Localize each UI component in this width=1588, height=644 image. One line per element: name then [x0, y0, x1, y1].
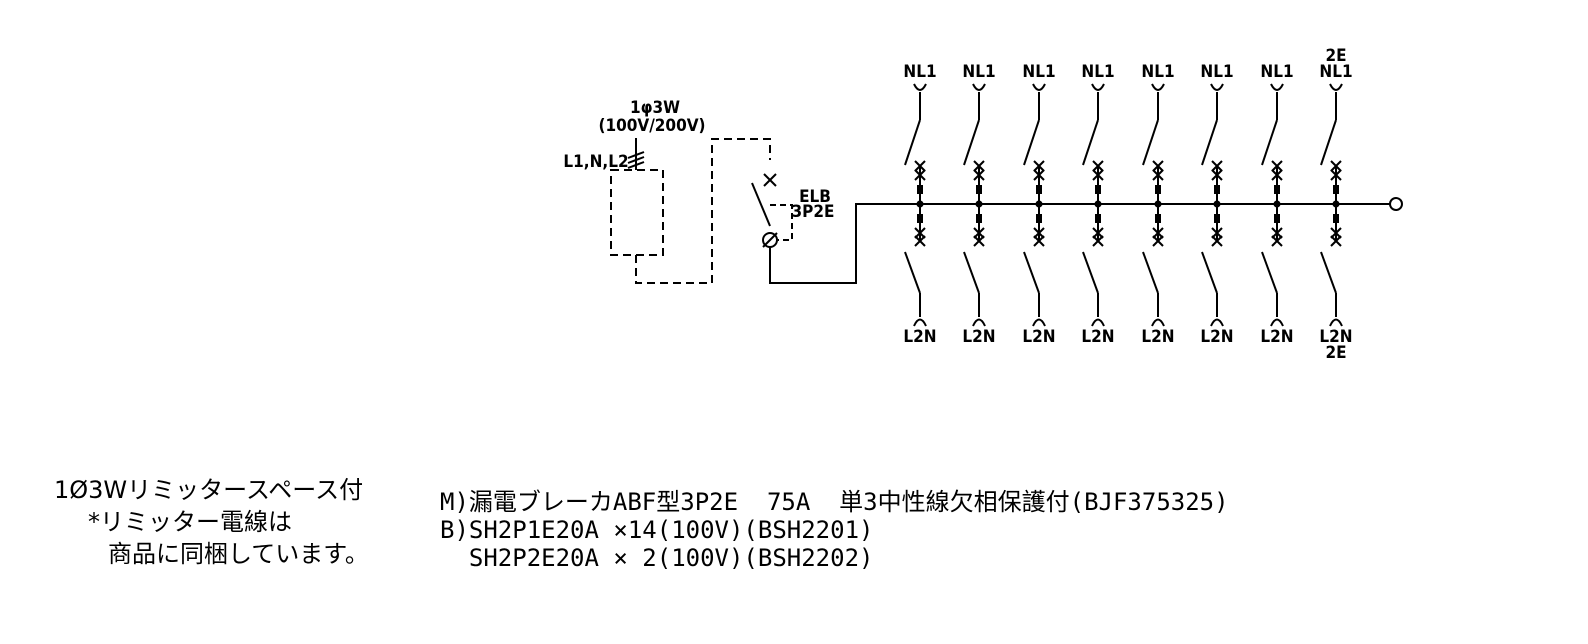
limiter-wire-note: *リミッター電線は — [88, 508, 292, 536]
branch-top-extra-label: 2E — [1325, 46, 1346, 66]
branch-top-label: NL1 — [1022, 62, 1055, 82]
branch-top-label: NL1 — [1081, 62, 1114, 82]
branch-bottom-label: L2N — [903, 327, 936, 347]
supply-lines-label: L1,N,L2 — [563, 152, 628, 172]
branch-bottom-label: L2N — [1081, 327, 1114, 347]
spec-branch-2e: SH2P2E20A × 2(100V)(BSH2202) — [440, 544, 874, 572]
bundled-note: 商品に同梱しています。 — [108, 540, 369, 568]
branch-bottom-label: L2N — [1141, 327, 1174, 347]
spec-main-breaker: M)漏電ブレーカABF型3P2E 75A 単3中性線欠相保護付(BJF37532… — [440, 488, 1229, 516]
branch-bottom-label: L2N — [1260, 327, 1293, 347]
elb-poles-label: 3P2E — [792, 202, 835, 222]
supply-system-label: 1φ3W — [630, 98, 680, 118]
branch-top-label: NL1 — [1260, 62, 1293, 82]
supply-voltage-label: (100V/200V) — [598, 116, 705, 136]
branch-top-label: NL1 — [1141, 62, 1174, 82]
branch-bottom-label: L2N — [1319, 327, 1352, 347]
elb-name-label: ELB — [799, 187, 831, 207]
branch-bottom-label: L2N — [962, 327, 995, 347]
branch-top-label: NL1 — [1200, 62, 1233, 82]
branch-top-label: NL1 — [962, 62, 995, 82]
limiter-space-note: 1Ø3Wリミッタースペース付 — [54, 476, 364, 504]
limiter-space — [610, 138, 771, 284]
branch-bottom-label: L2N — [1200, 327, 1233, 347]
branch-top-label: NL1 — [1319, 62, 1352, 82]
branch-top-label: NL1 — [903, 62, 936, 82]
spec-branch-1e: B)SH2P1E20A ×14(100V)(BSH2201) — [440, 516, 874, 544]
branch-bottom-label: L2N — [1022, 327, 1055, 347]
incoming-feeder — [627, 138, 645, 170]
branch-breakers: NL1L2NNL1L2NNL1L2NNL1L2NNL1L2NNL1L2NNL1L… — [903, 46, 1352, 363]
branch-bottom-extra-label: 2E — [1325, 343, 1346, 363]
main-elb-breaker — [751, 173, 1403, 284]
